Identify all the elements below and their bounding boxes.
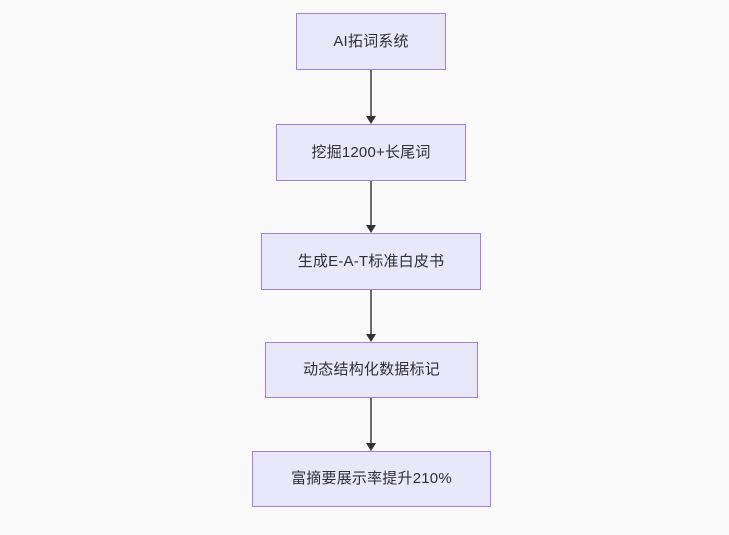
flow-node-ai-keyword-system[interactable]: AI拓词系统 <box>296 13 446 70</box>
flow-node-label: AI拓词系统 <box>333 32 409 50</box>
flow-node-longtail-keywords[interactable]: 挖掘1200+长尾词 <box>276 124 466 181</box>
edge-line <box>370 181 372 226</box>
arrowhead-icon <box>366 334 376 342</box>
flow-node-eat-whitepaper[interactable]: 生成E-A-T标准白皮书 <box>261 233 481 290</box>
arrowhead-icon <box>366 225 376 233</box>
flow-node-structured-data-markup[interactable]: 动态结构化数据标记 <box>265 342 478 398</box>
flow-node-label: 动态结构化数据标记 <box>303 361 440 378</box>
edge-line <box>370 398 372 444</box>
flow-node-rich-snippet-result[interactable]: 富摘要展示率提升210% <box>252 451 491 507</box>
arrowhead-icon <box>366 116 376 124</box>
flow-node-label: 挖掘1200+长尾词 <box>311 143 431 161</box>
edge-line <box>370 290 372 335</box>
flow-node-label: 富摘要展示率提升210% <box>291 470 452 487</box>
arrowhead-icon <box>366 443 376 451</box>
flow-node-label: 生成E-A-T标准白皮书 <box>297 252 445 270</box>
edge-line <box>370 70 372 117</box>
